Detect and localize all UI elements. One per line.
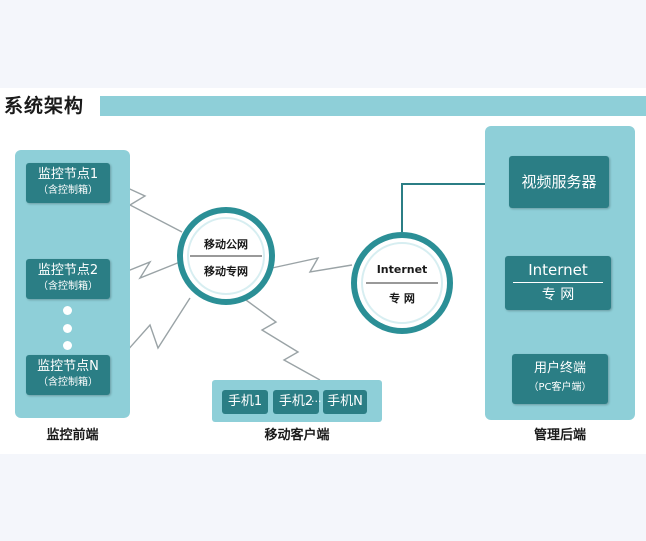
phone-n[interactable]: 手机N bbox=[323, 390, 367, 414]
node-name: 监控节点2 bbox=[37, 263, 99, 278]
video-server[interactable]: 视频服务器 bbox=[509, 156, 609, 208]
user-terminal[interactable]: 用户终端 （PC客户端） bbox=[512, 354, 608, 404]
phones-ellipsis: ··· bbox=[311, 395, 322, 408]
node-sub: （含控制箱） bbox=[38, 185, 98, 196]
backend-internet-top: Internet bbox=[528, 261, 588, 279]
backend-internet-bottom: 专 网 bbox=[541, 287, 575, 303]
monitor-node-n[interactable]: 监控节点N （含控制箱） bbox=[26, 355, 110, 395]
backend-label: 管理后端 bbox=[533, 428, 586, 443]
front-end-label: 监控前端 bbox=[46, 428, 99, 443]
link-mobile-phones bbox=[245, 299, 321, 381]
monitor-node-1[interactable]: 监控节点1 （含控制箱） bbox=[26, 163, 110, 203]
user-terminal-sub: （PC客户端） bbox=[528, 382, 592, 393]
node-name: 监控节点N bbox=[37, 359, 99, 374]
ellipsis-dot bbox=[63, 341, 72, 350]
title-bar: 系统架构 bbox=[0, 94, 646, 118]
node-sub: （含控制箱） bbox=[38, 281, 98, 292]
title-strip bbox=[100, 96, 646, 116]
phone-2[interactable]: 手机2 bbox=[273, 390, 319, 414]
backend-internet[interactable]: Internet 专 网 bbox=[505, 256, 611, 310]
internet-circle bbox=[351, 232, 453, 334]
mobile-clients-label: 移动客户端 bbox=[264, 428, 330, 443]
internet-top-label: Internet bbox=[376, 263, 428, 276]
mobile-network-bottom-label: 移动专网 bbox=[204, 265, 248, 278]
video-server-label: 视频服务器 bbox=[521, 173, 597, 191]
internet-bottom-label: 专 网 bbox=[389, 292, 415, 305]
node-sub: （含控制箱） bbox=[38, 377, 98, 388]
ellipsis-dot bbox=[63, 306, 72, 315]
link-nodeN-mobile bbox=[109, 297, 191, 371]
user-terminal-label: 用户终端 bbox=[533, 361, 586, 376]
link-internet-server bbox=[401, 183, 510, 232]
phone-1[interactable]: 手机1 bbox=[222, 390, 268, 414]
backend-internet-divider bbox=[513, 282, 603, 283]
monitor-node-2[interactable]: 监控节点2 （含控制箱） bbox=[26, 259, 110, 299]
link-mobile-internet bbox=[271, 256, 353, 273]
node-name: 监控节点1 bbox=[37, 167, 99, 182]
mobile-network-top-label: 移动公网 bbox=[204, 238, 248, 251]
mobile-network-circle bbox=[177, 207, 275, 305]
diagram-title: 系统架构 bbox=[4, 95, 85, 117]
link-node2-mobile bbox=[109, 260, 181, 280]
ellipsis-dot bbox=[63, 324, 72, 333]
